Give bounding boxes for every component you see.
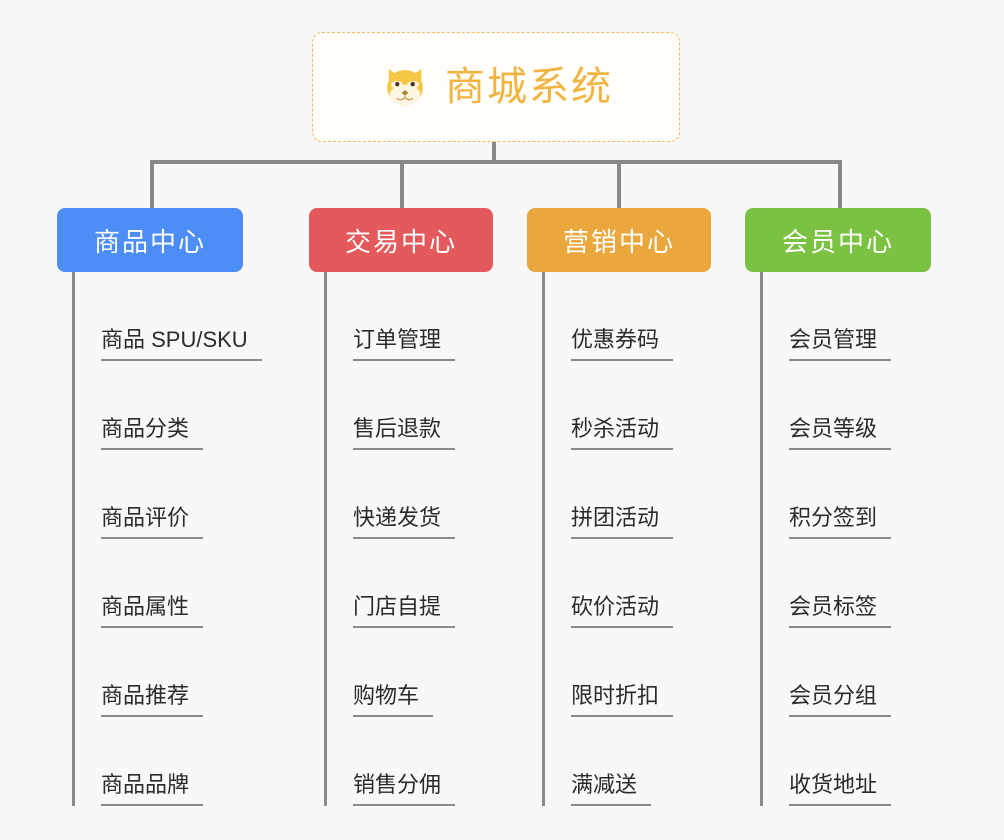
branch-header-member-center[interactable]: 会员中心 bbox=[745, 208, 931, 272]
list-item-label: 会员管理 bbox=[789, 327, 892, 361]
list-item-label: 积分签到 bbox=[789, 505, 892, 539]
list-item[interactable]: 砍价活动 bbox=[544, 539, 711, 628]
branch-spine bbox=[542, 272, 545, 806]
list-item-label: 优惠券码 bbox=[571, 327, 674, 361]
list-item-label: 商品评价 bbox=[101, 505, 204, 539]
list-item[interactable]: 订单管理 bbox=[326, 272, 493, 361]
list-item-label: 满减送 bbox=[571, 772, 652, 806]
list-item[interactable]: 商品属性 bbox=[74, 539, 243, 628]
list-item-label: 拼团活动 bbox=[571, 505, 674, 539]
list-item-label: 门店自提 bbox=[353, 594, 456, 628]
connector-drop-member-center bbox=[838, 160, 842, 210]
list-item-label: 会员等级 bbox=[789, 416, 892, 450]
branch-header-label: 营销中心 bbox=[562, 226, 675, 257]
list-item[interactable]: 商品 SPU/SKU bbox=[74, 272, 262, 361]
branch-header-marketing-center[interactable]: 营销中心 bbox=[527, 208, 711, 272]
list-item-label: 订单管理 bbox=[353, 327, 456, 361]
root-node[interactable]: 商城系统 bbox=[312, 32, 680, 142]
list-item-label: 商品推荐 bbox=[101, 683, 204, 717]
list-item[interactable]: 门店自提 bbox=[326, 539, 493, 628]
list-item[interactable]: 销售分佣 bbox=[326, 717, 493, 806]
connector-root-stem bbox=[492, 142, 496, 164]
branch-product-center: 商品中心 商品 SPU/SKU 商品分类 商品评价 商品属性 商品推荐 商品品牌 bbox=[57, 208, 262, 806]
branch-header-trade-center[interactable]: 交易中心 bbox=[309, 208, 493, 272]
branch-items-member-center: 会员管理 会员等级 积分签到 会员标签 会员分组 收货地址 bbox=[745, 272, 931, 806]
list-item-label: 购物车 bbox=[353, 683, 434, 717]
list-item[interactable]: 快递发货 bbox=[326, 450, 493, 539]
list-item[interactable]: 商品品牌 bbox=[74, 717, 243, 806]
list-item[interactable]: 商品推荐 bbox=[74, 628, 243, 717]
branch-spine bbox=[324, 272, 327, 806]
list-item-label: 收货地址 bbox=[789, 772, 892, 806]
branch-items-marketing-center: 优惠券码 秒杀活动 拼团活动 砍价活动 限时折扣 满减送 bbox=[527, 272, 711, 806]
list-item-label: 砍价活动 bbox=[571, 594, 674, 628]
list-item-label: 商品 SPU/SKU bbox=[101, 327, 262, 361]
list-item-label: 销售分佣 bbox=[353, 772, 456, 806]
branch-spine bbox=[72, 272, 75, 806]
branch-marketing-center: 营销中心 优惠券码 秒杀活动 拼团活动 砍价活动 限时折扣 满减送 bbox=[527, 208, 711, 806]
list-item-label: 售后退款 bbox=[353, 416, 456, 450]
list-item-label: 会员分组 bbox=[789, 683, 892, 717]
branch-items-trade-center: 订单管理 售后退款 快递发货 门店自提 购物车 销售分佣 bbox=[309, 272, 493, 806]
list-item[interactable]: 商品评价 bbox=[74, 450, 243, 539]
list-item-label: 商品分类 bbox=[101, 416, 204, 450]
list-item[interactable]: 会员管理 bbox=[762, 272, 931, 361]
list-item-label: 商品属性 bbox=[101, 594, 204, 628]
list-item[interactable]: 会员标签 bbox=[762, 539, 931, 628]
connector-horizontal-bus bbox=[150, 160, 842, 164]
list-item[interactable]: 满减送 bbox=[544, 717, 711, 806]
list-item-label: 秒杀活动 bbox=[571, 416, 674, 450]
branch-header-label: 商品中心 bbox=[93, 226, 206, 257]
connector-drop-marketing-center bbox=[617, 160, 621, 210]
list-item-label: 快递发货 bbox=[353, 505, 456, 539]
branch-header-label: 交易中心 bbox=[344, 226, 457, 257]
list-item-label: 会员标签 bbox=[789, 594, 892, 628]
list-item[interactable]: 优惠券码 bbox=[544, 272, 711, 361]
list-item[interactable]: 会员分组 bbox=[762, 628, 931, 717]
connector-drop-product-center bbox=[150, 160, 154, 210]
list-item[interactable]: 积分签到 bbox=[762, 450, 931, 539]
list-item[interactable]: 售后退款 bbox=[326, 361, 493, 450]
list-item[interactable]: 秒杀活动 bbox=[544, 361, 711, 450]
list-item-label: 限时折扣 bbox=[571, 683, 674, 717]
list-item[interactable]: 购物车 bbox=[326, 628, 493, 717]
list-item-label: 商品品牌 bbox=[101, 772, 204, 806]
list-item[interactable]: 拼团活动 bbox=[544, 450, 711, 539]
branch-trade-center: 交易中心 订单管理 售后退款 快递发货 门店自提 购物车 销售分佣 bbox=[309, 208, 493, 806]
list-item[interactable]: 限时折扣 bbox=[544, 628, 711, 717]
connector-drop-trade-center bbox=[400, 160, 404, 210]
list-item[interactable]: 商品分类 bbox=[74, 361, 243, 450]
branch-header-product-center[interactable]: 商品中心 bbox=[57, 208, 243, 272]
list-item[interactable]: 收货地址 bbox=[762, 717, 931, 806]
branch-member-center: 会员中心 会员管理 会员等级 积分签到 会员标签 会员分组 收货地址 bbox=[745, 208, 931, 806]
shiba-dog-face-icon bbox=[379, 61, 431, 113]
branch-header-label: 会员中心 bbox=[781, 226, 894, 257]
branch-items-product-center: 商品 SPU/SKU 商品分类 商品评价 商品属性 商品推荐 商品品牌 bbox=[57, 272, 262, 806]
root-label: 商城系统 bbox=[445, 65, 613, 109]
list-item[interactable]: 会员等级 bbox=[762, 361, 931, 450]
branch-spine bbox=[760, 272, 763, 806]
